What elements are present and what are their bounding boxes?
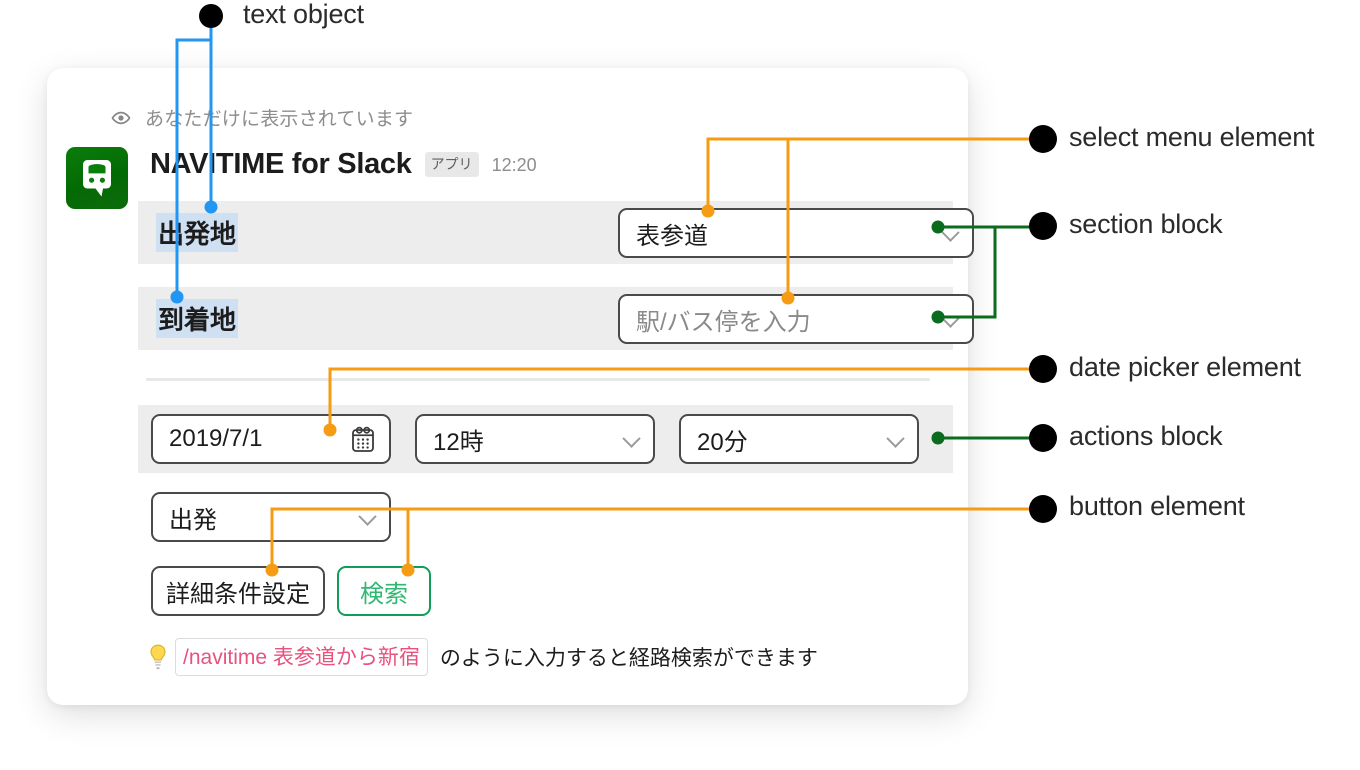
- hint-row: /navitime 表参道から新宿 のように入力すると経路検索ができます: [147, 638, 818, 676]
- date-picker-element[interactable]: 2019/7/1: [151, 414, 391, 464]
- arrival-select-value: 駅/バス停を入力: [636, 308, 811, 336]
- message-timestamp: 12:20: [491, 155, 537, 175]
- hint-code: /navitime 表参道から新宿: [175, 638, 428, 676]
- slack-message-card: あなただけに表示されています NAVITIME for Slack アプリ 12…: [47, 68, 974, 705]
- actions-block-datetime: 2019/7/1 12時: [138, 405, 953, 473]
- calendar-icon: [351, 426, 375, 458]
- arrival-label: 到着地: [156, 299, 239, 338]
- minute-value: 20分: [697, 428, 748, 456]
- divider: [146, 378, 930, 381]
- chevron-down-icon: [941, 223, 960, 242]
- annotation-label-select-menu-element: select menu element: [1069, 122, 1315, 152]
- chevron-down-icon: [622, 429, 641, 448]
- lightbulb-icon: [147, 643, 169, 671]
- search-button[interactable]: 検索: [337, 566, 431, 616]
- chevron-down-icon: [358, 507, 377, 526]
- eye-icon: [111, 108, 131, 128]
- arrival-select-menu[interactable]: 駅/バス停を入力: [618, 294, 974, 344]
- visibility-note-row: あなただけに表示されています: [111, 104, 413, 131]
- section-block-arrival: 到着地 駅/バス停を入力: [138, 287, 974, 350]
- hour-select-menu[interactable]: 12時: [415, 414, 655, 464]
- hint-text: のように入力すると経路検索ができます: [439, 647, 818, 670]
- visibility-note-text: あなただけに表示されています: [145, 109, 414, 130]
- annotation-label-actions-block: actions block: [1069, 421, 1223, 451]
- minute-select-menu[interactable]: 20分: [679, 414, 919, 464]
- annotation-label-date-picker-element: date picker element: [1069, 352, 1301, 382]
- anno-dot-select-menu: [1029, 125, 1057, 153]
- anno-dot-text-object: [199, 4, 223, 28]
- annotation-label-section-block: section block: [1069, 209, 1223, 239]
- departure-select-menu[interactable]: 表参道: [618, 208, 974, 258]
- annotation-label-button-element: button element: [1069, 491, 1245, 521]
- hour-value: 12時: [433, 428, 484, 456]
- mode-value: 出発: [169, 506, 217, 534]
- navitime-train-app-icon: [66, 147, 128, 209]
- anno-dot-section-block: [1029, 212, 1057, 240]
- anno-dot-button-element: [1029, 495, 1057, 523]
- mode-select-menu[interactable]: 出発: [151, 492, 391, 542]
- date-value: 2019/7/1: [169, 425, 263, 452]
- departure-select-value: 表参道: [636, 222, 708, 250]
- detail-conditions-button[interactable]: 詳細条件設定: [151, 566, 325, 616]
- chevron-down-icon: [941, 309, 960, 328]
- chevron-down-icon: [886, 429, 905, 448]
- anno-dot-actions-block: [1029, 424, 1057, 452]
- app-title-row: NAVITIME for Slack アプリ 12:20: [150, 148, 537, 181]
- app-badge: アプリ: [424, 152, 479, 177]
- annotation-label-text-object: text object: [243, 0, 364, 29]
- anno-dot-date-picker: [1029, 355, 1057, 383]
- page-title: NAVITIME for Slack: [150, 148, 412, 180]
- departure-label: 出発地: [156, 213, 239, 252]
- section-block-departure: 出発地 表参道: [138, 201, 974, 264]
